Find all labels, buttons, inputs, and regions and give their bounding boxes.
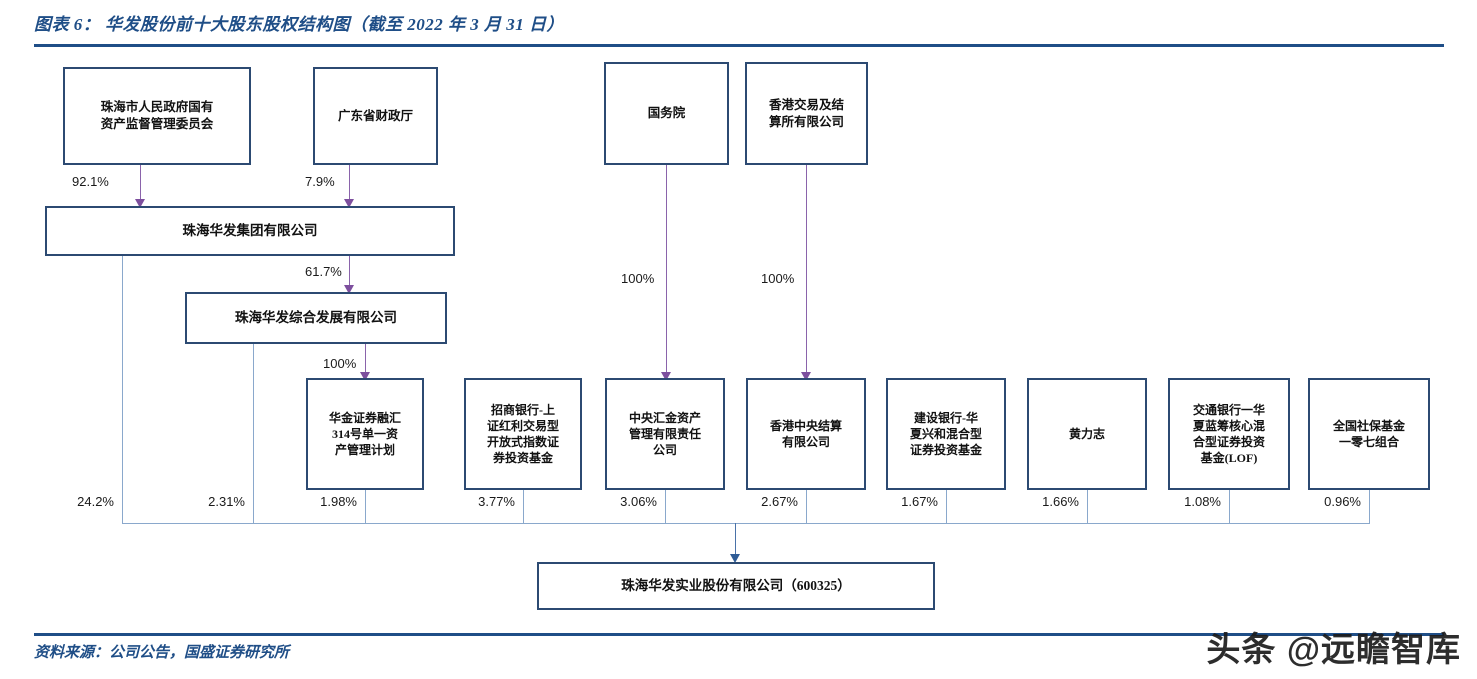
dropline-holding-2 (365, 490, 366, 523)
node-cmb-dividend-etf: 招商银行-上 证红利交易型 开放式指数证 券投资基金 (464, 378, 582, 490)
node-label: 国务院 (647, 106, 686, 121)
node-hkex: 香港交易及结 算所有限公司 (745, 62, 868, 165)
watermark-toutiao: 头条 @远瞻智库 (1206, 631, 1461, 669)
dropline-holding-7 (1087, 490, 1088, 523)
node-label: 交通银行一华 夏蓝筹核心混 合型证券投资 基金(LOF) (1192, 402, 1265, 466)
pct-holding-0: 24.2% (77, 494, 114, 509)
dropline-holding-5 (806, 490, 807, 523)
holdings-collector-bus (122, 523, 1370, 524)
node-bocom-huaxia-lof: 交通银行一华 夏蓝筹核心混 合型证券投资 基金(LOF) (1168, 378, 1290, 490)
node-guangdong-finance: 广东省财政厅 (313, 67, 438, 165)
pct-holding-6: 1.67% (901, 494, 938, 509)
node-hkscc: 香港中央结算 有限公司 (746, 378, 866, 490)
edge-council-to-huijin-arrowhead (661, 372, 671, 381)
node-label: 全国社保基金 一零七组合 (1332, 418, 1405, 449)
node-central-huijin: 中央汇金资产 管理有限责任 公司 (605, 378, 725, 490)
node-ssf-107: 全国社保基金 一零七组合 (1308, 378, 1430, 490)
edge-comprehensive-to-huajin (365, 344, 366, 376)
node-label: 香港交易及结 算所有限公司 (768, 97, 844, 129)
top-divider (34, 44, 1444, 47)
node-label: 珠海市人民政府国有 资产监督管理委员会 (100, 100, 214, 131)
pct-council-to-huijin: 100% (621, 271, 655, 286)
dropline-holding-0 (122, 256, 123, 523)
node-label: 珠海华发综合发展有限公司 (235, 309, 397, 325)
pct-holding-9: 0.96% (1324, 494, 1361, 509)
pct-holding-7: 1.66% (1042, 494, 1079, 509)
pct-gd-to-group: 7.9% (305, 174, 335, 189)
node-huang-lizhi: 黄力志 (1027, 378, 1147, 490)
edge-bus-to-listed-company-arrowhead (730, 554, 740, 563)
pct-holding-1: 2.31% (208, 494, 245, 509)
bottom-divider (34, 633, 1444, 636)
pct-hkex-to-hkscc: 100% (761, 271, 795, 286)
node-label: 招商银行-上 证红利交易型 开放式指数证 券投资基金 (486, 402, 559, 466)
pct-sasac-to-group: 92.1% (72, 174, 109, 189)
node-label: 香港中央结算 有限公司 (769, 418, 842, 449)
node-label: 黄力志 (1068, 426, 1105, 441)
edge-hkex-to-hkscc-arrowhead (801, 372, 811, 381)
node-label: 中央汇金资产 管理有限责任 公司 (628, 410, 701, 458)
node-zhuhai-sasac: 珠海市人民政府国有 资产监督管理委员会 (63, 67, 251, 165)
pct-comprehensive-to-huajin: 100% (323, 356, 357, 371)
edge-sasac-to-group-arrowhead (135, 199, 145, 208)
node-huajin-asset-plan: 华金证券融汇 314号单一资 产管理计划 (306, 378, 424, 490)
pct-group-to-comprehensive: 61.7% (305, 264, 342, 279)
node-label: 华金证券融汇 314号单一资 产管理计划 (328, 410, 401, 458)
edge-comprehensive-to-huajin-arrowhead (360, 372, 370, 381)
node-label: 珠海华发集团有限公司 (182, 222, 318, 238)
node-ccb-huaxia-fund: 建设银行-华 夏兴和混合型 证券投资基金 (886, 378, 1006, 490)
node-listed-company: 珠海华发实业股份有限公司（600325） (537, 562, 935, 610)
edge-hkex-to-hkscc (806, 165, 807, 377)
pct-holding-5: 2.67% (761, 494, 798, 509)
node-huafa-comprehensive: 珠海华发综合发展有限公司 (185, 292, 447, 344)
dropline-holding-3 (523, 490, 524, 523)
pct-holding-4: 3.06% (620, 494, 657, 509)
pct-holding-3: 3.77% (478, 494, 515, 509)
node-label: 广东省财政厅 (337, 108, 413, 123)
dropline-holding-1 (253, 344, 254, 523)
node-label: 珠海华发实业股份有限公司（600325） (621, 577, 851, 593)
edge-group-to-comprehensive (349, 256, 350, 289)
dropline-holding-8 (1229, 490, 1230, 523)
edge-group-to-comprehensive-arrowhead (344, 285, 354, 294)
dropline-holding-6 (946, 490, 947, 523)
node-state-council: 国务院 (604, 62, 729, 165)
dropline-holding-9 (1369, 490, 1370, 523)
node-huafa-group: 珠海华发集团有限公司 (45, 206, 455, 256)
edge-bus-to-listed-company (735, 523, 736, 558)
edge-gd-to-group (349, 165, 350, 203)
pct-holding-2: 1.98% (320, 494, 357, 509)
pct-holding-8: 1.08% (1184, 494, 1221, 509)
edge-gd-to-group-arrowhead (344, 199, 354, 208)
dropline-holding-4 (665, 490, 666, 523)
edge-council-to-huijin (666, 165, 667, 377)
node-label: 建设银行-华 夏兴和混合型 证券投资基金 (909, 410, 982, 458)
figure-source: 资料来源：公司公告，国盛证券研究所 (34, 645, 290, 661)
figure-title: 图表 6： 华发股份前十大股东股权结构图（截至 2022 年 3 月 31 日） (34, 15, 564, 34)
edge-sasac-to-group (140, 165, 141, 203)
